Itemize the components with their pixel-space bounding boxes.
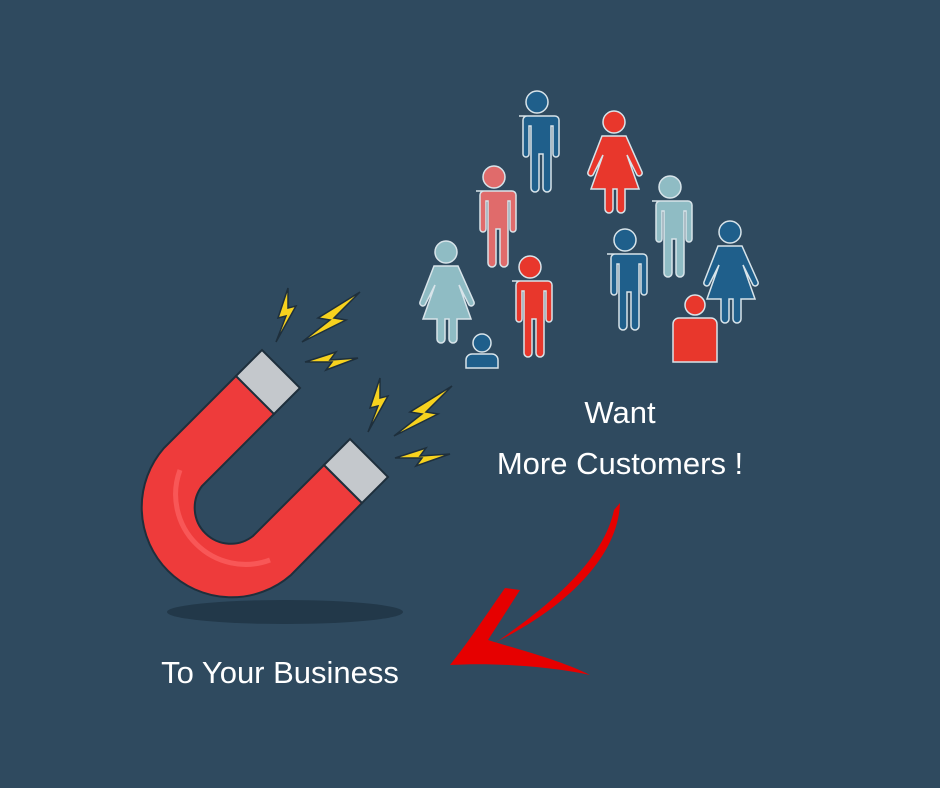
subline-to-your-business: To Your Business (161, 655, 399, 690)
person-icon (606, 228, 648, 331)
person-icon (672, 294, 718, 363)
person-icon (419, 240, 475, 344)
person-icon (703, 220, 759, 324)
person-icon (518, 90, 560, 193)
lightning-bolt-icon (275, 287, 453, 468)
person-icon (475, 165, 517, 268)
person-icon (587, 110, 643, 214)
person-icon (465, 333, 499, 369)
headline-want: Want (584, 395, 656, 430)
people-crowd-icon (419, 90, 759, 369)
headline-more-customers: More Customers ! (496, 446, 744, 481)
magnet-icon (140, 348, 390, 599)
curved-arrow-icon (450, 503, 620, 675)
person-icon (651, 175, 693, 278)
person-icon (511, 255, 553, 358)
magnet-shadow (167, 600, 403, 624)
